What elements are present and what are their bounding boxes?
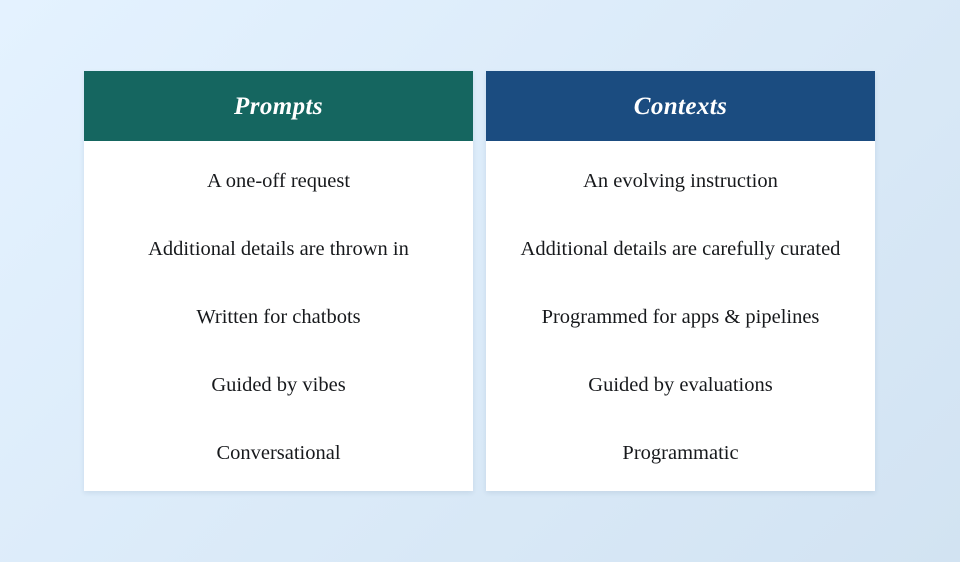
cell-text: Programmatic	[622, 441, 739, 464]
table-cell: A one-off request	[84, 147, 473, 215]
cell-text: Guided by vibes	[211, 373, 346, 396]
column-body-prompts: A one-off request Additional details are…	[84, 141, 473, 491]
column-header-contexts: Contexts	[486, 71, 875, 141]
cell-text: A one-off request	[206, 169, 351, 192]
table-cell: Guided by evaluations	[486, 351, 875, 419]
cell-text: Written for chatbots	[196, 305, 361, 328]
cell-text: Programmed for apps & pipelines	[541, 305, 820, 328]
cell-text: An evolving instruction	[583, 169, 778, 192]
cell-text: Additional details are thrown in	[148, 237, 409, 260]
column-title-contexts: Contexts	[633, 92, 728, 120]
cell-text: Additional details are carefully curated	[520, 237, 841, 260]
table-cell: Programmed for apps & pipelines	[486, 283, 875, 351]
table-cell: Written for chatbots	[84, 283, 473, 351]
table-cell: An evolving instruction	[486, 147, 875, 215]
column-title-prompts: Prompts	[234, 92, 323, 120]
table-cell: Programmatic	[486, 419, 875, 487]
cell-text: Guided by evaluations	[588, 373, 773, 396]
comparison-table: Prompts A one-off request Additional det…	[84, 71, 875, 491]
table-cell: Guided by vibes	[84, 351, 473, 419]
table-cell: Additional details are carefully curated	[486, 215, 875, 283]
column-card-prompts: Prompts A one-off request Additional det…	[84, 71, 473, 491]
cell-text: Conversational	[216, 441, 341, 464]
column-card-contexts: Contexts An evolving instruction Additio…	[486, 71, 875, 491]
table-cell: Conversational	[84, 419, 473, 487]
column-header-prompts: Prompts	[84, 71, 473, 141]
table-cell: Additional details are thrown in	[84, 215, 473, 283]
column-body-contexts: An evolving instruction Additional detai…	[486, 141, 875, 491]
